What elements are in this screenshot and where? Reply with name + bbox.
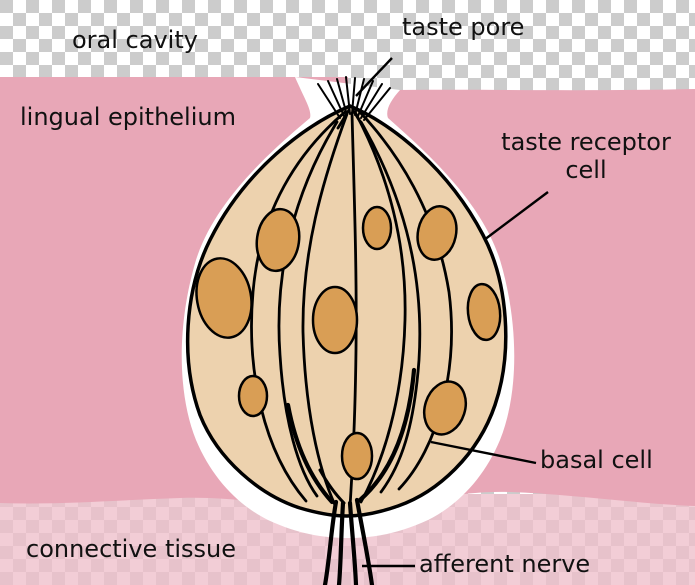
cell-boundary bbox=[356, 108, 453, 491]
receptor-cell-nucleus bbox=[195, 257, 253, 339]
receptor-cell-nucleus bbox=[466, 282, 502, 342]
microvillus bbox=[354, 78, 365, 116]
basal-cell-pointer-line bbox=[430, 440, 537, 465]
label-connective-tissue: connective tissue bbox=[26, 535, 236, 563]
microvillus bbox=[317, 83, 341, 119]
microvilli bbox=[317, 76, 391, 121]
label-taste-pore: taste pore bbox=[402, 13, 525, 41]
cell-boundary bbox=[359, 120, 422, 494]
nerve-fiber bbox=[336, 500, 346, 585]
basal-cell-nucleus bbox=[237, 374, 269, 418]
basal-cell-nucleus bbox=[422, 380, 468, 436]
label-lingual-epithelium: lingual epithelium bbox=[20, 103, 236, 131]
nerve-fiber bbox=[354, 497, 375, 585]
microvillus bbox=[336, 78, 348, 116]
cell-boundary bbox=[301, 112, 349, 507]
microvillus bbox=[363, 87, 391, 121]
microvillus bbox=[360, 83, 383, 119]
label-oral-cavity: oral cavity bbox=[72, 26, 198, 54]
nerve-fiber bbox=[322, 499, 339, 585]
label-afferent-nerve: afferent nerve bbox=[419, 550, 591, 578]
label-basal-cell: basal cell bbox=[540, 446, 653, 474]
receptor-cell-nucleus bbox=[311, 285, 359, 355]
cell-boundary bbox=[353, 110, 407, 504]
microvillus bbox=[351, 77, 356, 115]
microvillus bbox=[357, 80, 374, 117]
cell-nuclei bbox=[195, 205, 502, 481]
cell-boundary bbox=[250, 110, 347, 503]
taste-receptor-cell-pointer-line bbox=[483, 191, 549, 241]
basal-cell-nucleus bbox=[340, 431, 374, 481]
label-taste-receptor-cell: taste receptor cell bbox=[501, 128, 671, 184]
nerve-fiber bbox=[357, 367, 417, 503]
receptor-cell-nucleus bbox=[361, 205, 393, 251]
microvillus bbox=[327, 80, 345, 117]
nerve-fiber bbox=[347, 500, 359, 585]
cell-boundary bbox=[277, 120, 339, 498]
taste-pore-pointer-line bbox=[355, 57, 393, 97]
afferent-nerve-fibers bbox=[285, 367, 417, 585]
receptor-cell-nucleus bbox=[416, 205, 458, 261]
nerve-fiber bbox=[285, 402, 335, 505]
microvillus bbox=[345, 76, 351, 115]
receptor-cell-nucleus bbox=[255, 207, 301, 273]
